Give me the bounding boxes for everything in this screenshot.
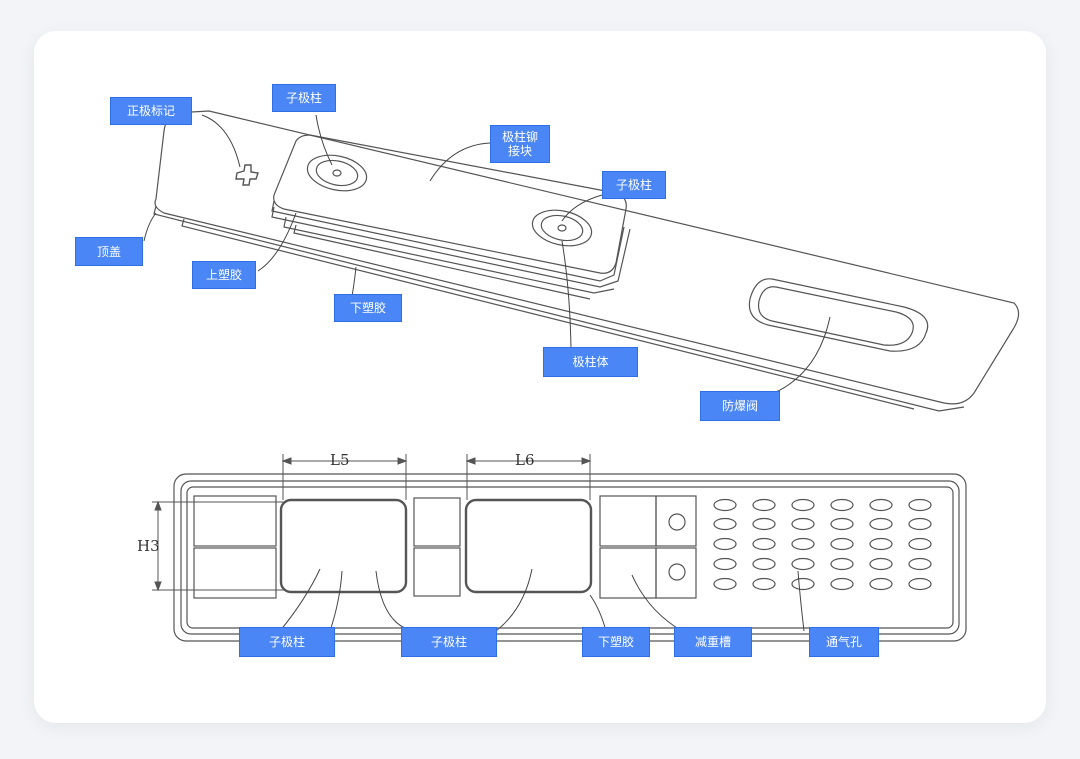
explosion-valve-shape	[748, 278, 929, 352]
label-pole-body: 极柱体	[543, 347, 638, 377]
label-top-cover: 顶盖	[75, 237, 143, 266]
label-pole-rivet-block: 极柱铆 接块	[490, 125, 550, 163]
label-upper-plastic: 上塑胶	[192, 261, 256, 289]
pole-rivet-block-outline	[271, 134, 631, 300]
dimension-h3-label: H3	[137, 537, 160, 555]
label-positive-mark: 正极标记	[110, 97, 192, 125]
dimension-l6-line	[465, 454, 592, 500]
bottom-compartments	[193, 495, 697, 599]
bottom-sub-pole-1-window	[279, 498, 408, 594]
sub-pole-1-shape	[306, 154, 368, 192]
bottom-plate-outline	[173, 473, 967, 642]
positive-mark-icon	[235, 164, 259, 186]
label-lower-plastic-top: 下塑胶	[334, 294, 402, 322]
label-explosion-valve: 防爆阀	[700, 391, 780, 421]
dimension-l5-label: L5	[330, 451, 350, 469]
label-weight-reduction-groove: 减重槽	[674, 627, 752, 657]
sub-pole-2-shape	[531, 209, 593, 247]
bottom-sub-pole-2-window	[464, 498, 593, 594]
label-vent-holes: 通气孔	[809, 627, 879, 657]
technical-drawing: L5 L6 H3	[137, 110, 1020, 642]
label-sub-pole-bottom-1: 子极柱	[239, 627, 335, 657]
label-sub-pole-bottom-2: 子极柱	[401, 627, 497, 657]
label-sub-pole-top-1: 子极柱	[272, 84, 336, 112]
vent-holes-grid	[713, 498, 932, 591]
label-lower-plastic-bottom: 下塑胶	[582, 627, 650, 657]
leader-lines	[143, 114, 831, 633]
dimension-h3-line	[152, 500, 284, 592]
label-sub-pole-top-2: 子极柱	[602, 171, 666, 199]
top-cover-outline	[153, 110, 1020, 412]
dimension-l5-line	[281, 454, 408, 500]
diagram-card: L5 L6 H3 正极标记 子极柱 极柱铆 接块 子极柱 顶盖 上塑胶 下塑胶 …	[34, 31, 1046, 723]
dimension-l6-label: L6	[515, 451, 535, 469]
